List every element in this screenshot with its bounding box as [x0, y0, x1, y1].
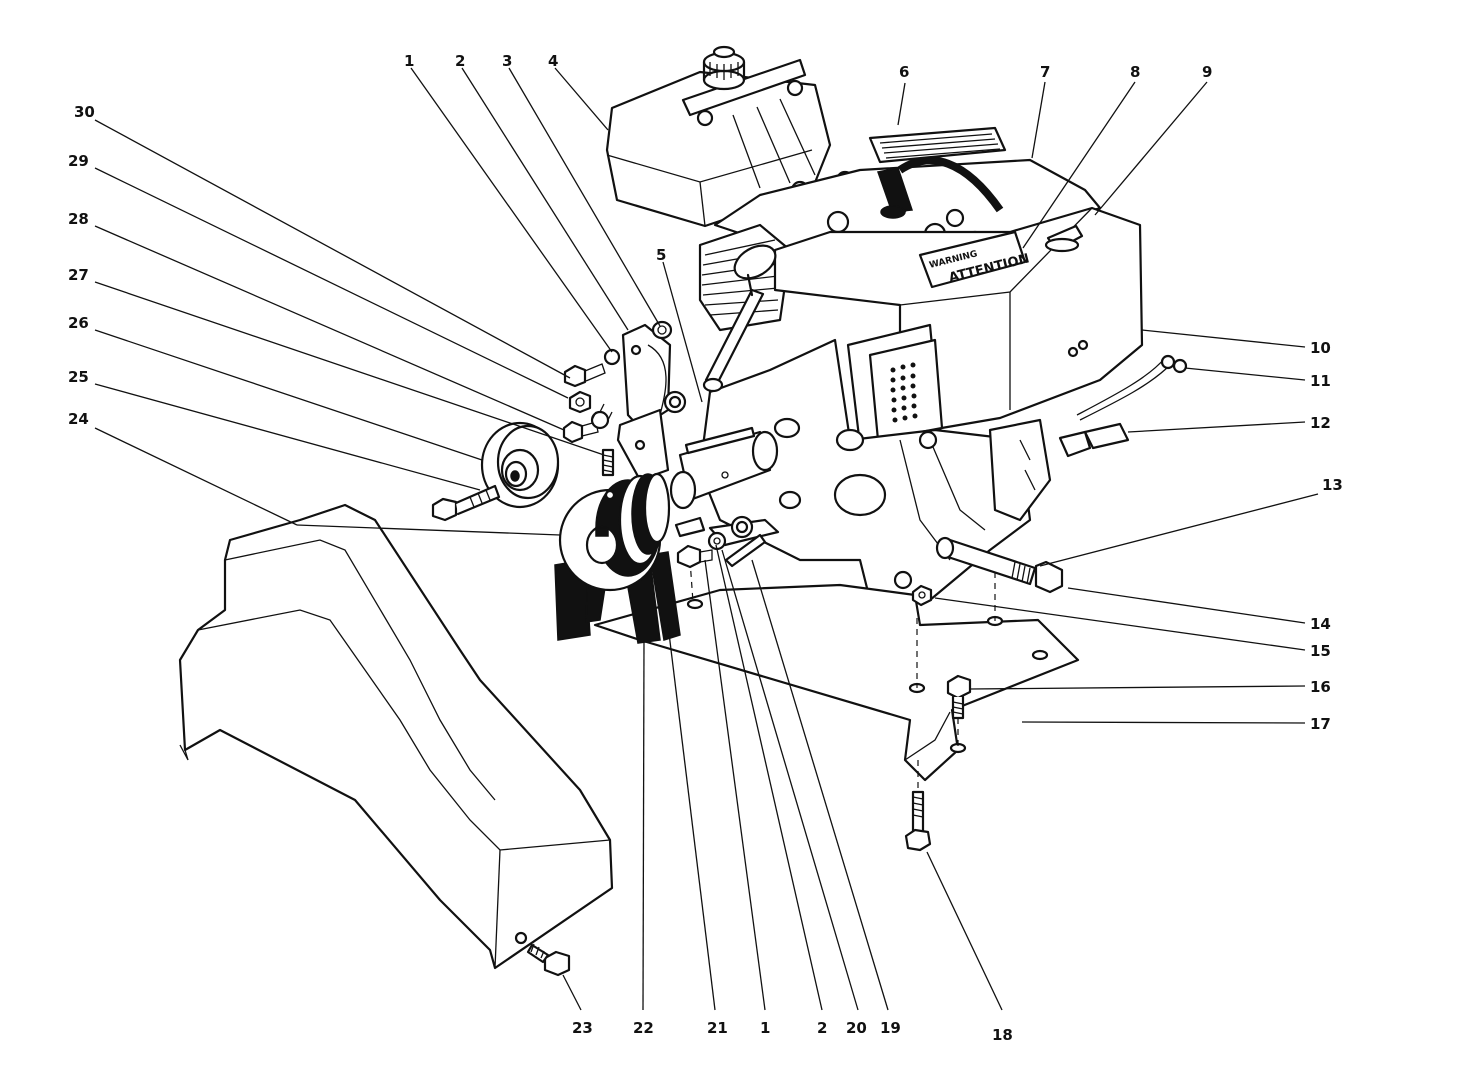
callout-2-bottom: 2	[817, 1019, 827, 1037]
bolt-30	[563, 348, 621, 388]
callout-4: 4	[548, 52, 558, 70]
belt-guard	[178, 503, 614, 970]
callout-27: 27	[68, 266, 89, 284]
bolt-18	[904, 790, 932, 852]
engine-pulley	[554, 472, 681, 644]
nut-29	[568, 390, 592, 414]
callout-13: 13	[1322, 476, 1343, 494]
callout-1-top: 1	[404, 52, 414, 70]
engine: WARNING ATTENTION	[605, 45, 1188, 602]
callout-18: 18	[992, 1026, 1013, 1044]
callout-5: 5	[656, 246, 666, 264]
engine-base-plate	[593, 559, 1080, 790]
bolt-16	[946, 674, 972, 720]
callout-23: 23	[572, 1019, 593, 1037]
fuel-tank	[605, 45, 855, 228]
callout-labels: 1 2 3 4 5 6 7 8 9 10 11 12 13 14 15 16 1…	[68, 52, 1343, 1044]
callout-1-bottom: 1	[760, 1019, 770, 1037]
callout-9: 9	[1202, 63, 1212, 81]
callout-20: 20	[846, 1019, 867, 1037]
bolt-21	[676, 544, 713, 569]
callout-6: 6	[899, 63, 909, 81]
callout-16: 16	[1310, 678, 1331, 696]
callout-8: 8	[1130, 63, 1140, 81]
dipstick-tube	[702, 244, 777, 393]
muffler	[846, 323, 944, 447]
callout-7: 7	[1040, 63, 1050, 81]
callout-25: 25	[68, 368, 89, 386]
crankshaft	[669, 426, 779, 510]
callout-17: 17	[1310, 715, 1331, 733]
bolt-23	[526, 943, 571, 977]
callout-28: 28	[68, 210, 89, 228]
washer-3	[651, 320, 673, 340]
callout-24: 24	[68, 410, 89, 428]
adjuster-arm	[674, 515, 780, 568]
callout-2-top: 2	[455, 52, 465, 70]
bolt-28	[562, 403, 613, 444]
callout-3: 3	[502, 52, 512, 70]
callout-19: 19	[880, 1019, 901, 1037]
callout-30: 30	[74, 103, 95, 121]
ignition-switch	[1058, 357, 1171, 458]
bolt-25	[431, 484, 501, 522]
callout-21: 21	[707, 1019, 728, 1037]
callout-26: 26	[68, 314, 89, 332]
callout-29: 29	[68, 152, 89, 170]
ground-terminal	[1160, 354, 1188, 374]
top-decal	[868, 126, 1007, 164]
idler-bracket	[616, 323, 687, 482]
idler-pulley	[480, 421, 560, 509]
set-screw-27	[601, 448, 615, 477]
callout-14: 14	[1310, 615, 1331, 633]
shaft-13	[935, 536, 1064, 594]
callout-10: 10	[1310, 339, 1331, 357]
callout-15: 15	[1310, 642, 1331, 660]
nut-15	[911, 584, 933, 607]
leader-lines	[94, 67, 1319, 1011]
callout-12: 12	[1310, 414, 1331, 432]
callout-11: 11	[1310, 372, 1331, 390]
callout-22: 22	[633, 1019, 654, 1037]
